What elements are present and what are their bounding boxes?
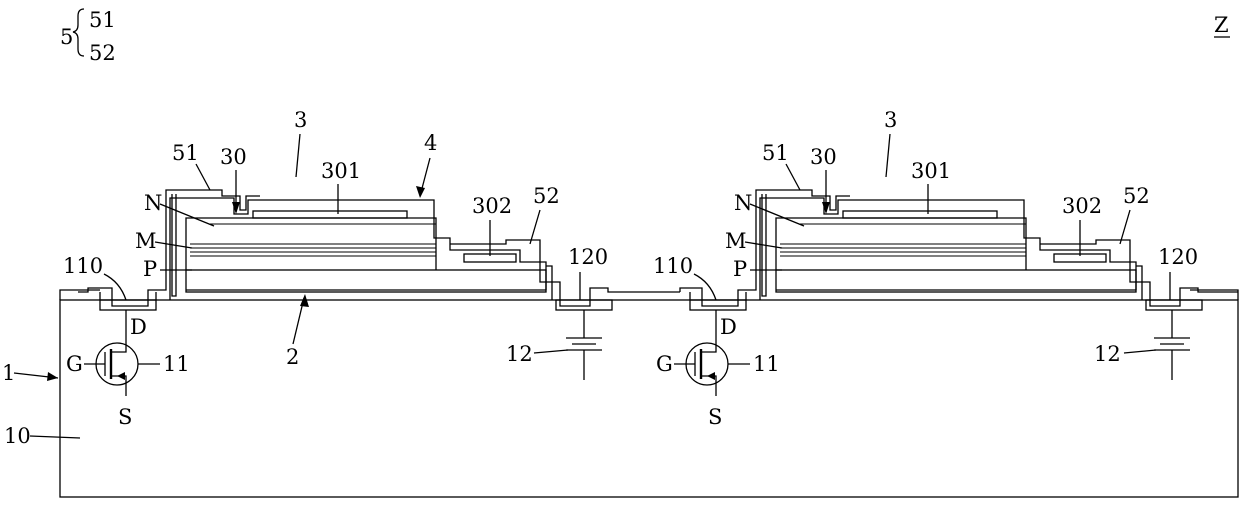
label-3: 3 <box>294 108 307 132</box>
conductor-51-left-foot <box>680 288 702 300</box>
leader-52 <box>1120 210 1130 244</box>
group-member-51: 51 <box>89 8 116 32</box>
leader-10 <box>30 436 80 438</box>
label-N: N <box>144 191 162 215</box>
electrode-301 <box>843 211 997 218</box>
label-N: N <box>734 191 752 215</box>
leader-52 <box>530 210 540 244</box>
label-P: P <box>733 257 747 281</box>
label-D: D <box>720 315 737 339</box>
label-4: 4 <box>424 131 437 155</box>
leader-51 <box>786 164 800 190</box>
group-number-5: 5 <box>60 25 73 49</box>
label-110: 110 <box>653 254 693 278</box>
cell-1: 3 4 51 30 301 302 52 N M P 110 120 2 D G… <box>63 108 680 429</box>
conductor-52-right <box>1150 288 1238 306</box>
transistor-arrow <box>707 372 715 380</box>
label-51: 51 <box>762 141 789 165</box>
label-12: 12 <box>506 342 533 366</box>
label-12: 12 <box>1094 342 1121 366</box>
contact-120 <box>1146 300 1202 310</box>
layer-p <box>186 270 546 292</box>
label-52: 52 <box>533 184 560 208</box>
transistor-ds-leads <box>701 346 716 396</box>
leader-3 <box>296 134 300 177</box>
label-M: M <box>725 229 747 253</box>
label-302: 302 <box>1062 194 1102 218</box>
label-G: G <box>656 352 673 376</box>
leader-3 <box>886 134 890 177</box>
arrow-1 <box>47 372 58 381</box>
cell-2: 3 51 30 301 302 52 N M P 110 120 D G 11 … <box>653 108 1238 429</box>
label-30: 30 <box>220 145 247 169</box>
label-D: D <box>130 315 147 339</box>
leader-110 <box>104 274 126 300</box>
label-301: 301 <box>321 159 361 183</box>
transistor-arrow <box>117 372 125 380</box>
arrow-4 <box>416 186 425 198</box>
label-11: 11 <box>163 352 190 376</box>
conductor-52-inner <box>546 266 552 300</box>
leader-110 <box>694 274 716 300</box>
arrow-30 <box>232 202 240 214</box>
label-302: 302 <box>472 194 512 218</box>
conductor-52-right <box>560 288 680 306</box>
label-11: 11 <box>753 352 780 376</box>
figure-id: Z <box>1214 13 1229 37</box>
layer-p <box>776 270 1136 292</box>
label-110: 110 <box>63 254 103 278</box>
label-10: 10 <box>4 424 31 448</box>
label-M: M <box>135 229 157 253</box>
label-2: 2 <box>286 345 299 369</box>
contact-120 <box>556 300 612 310</box>
label-52: 52 <box>1123 184 1150 208</box>
electrode-301 <box>253 211 407 218</box>
group-brace <box>73 9 84 56</box>
leader-12 <box>534 350 568 353</box>
label-3: 3 <box>884 108 897 132</box>
leader-N <box>160 204 214 226</box>
leader-N <box>750 204 804 226</box>
transistor-ds-leads <box>111 346 126 396</box>
label-30: 30 <box>810 145 837 169</box>
label-120: 120 <box>568 245 608 269</box>
leader-12 <box>1124 350 1156 353</box>
label-S: S <box>708 405 722 429</box>
label-G: G <box>66 352 83 376</box>
label-S: S <box>118 405 132 429</box>
label-120: 120 <box>1158 245 1198 269</box>
label-P: P <box>143 257 157 281</box>
label-1: 1 <box>2 361 15 385</box>
substrate-10 <box>60 300 1238 497</box>
label-301: 301 <box>911 159 951 183</box>
arrow-30 <box>822 202 830 214</box>
label-51: 51 <box>172 141 199 165</box>
group-member-52: 52 <box>89 41 116 65</box>
conductor-52-inner <box>1136 266 1142 300</box>
leader-51 <box>196 164 210 190</box>
